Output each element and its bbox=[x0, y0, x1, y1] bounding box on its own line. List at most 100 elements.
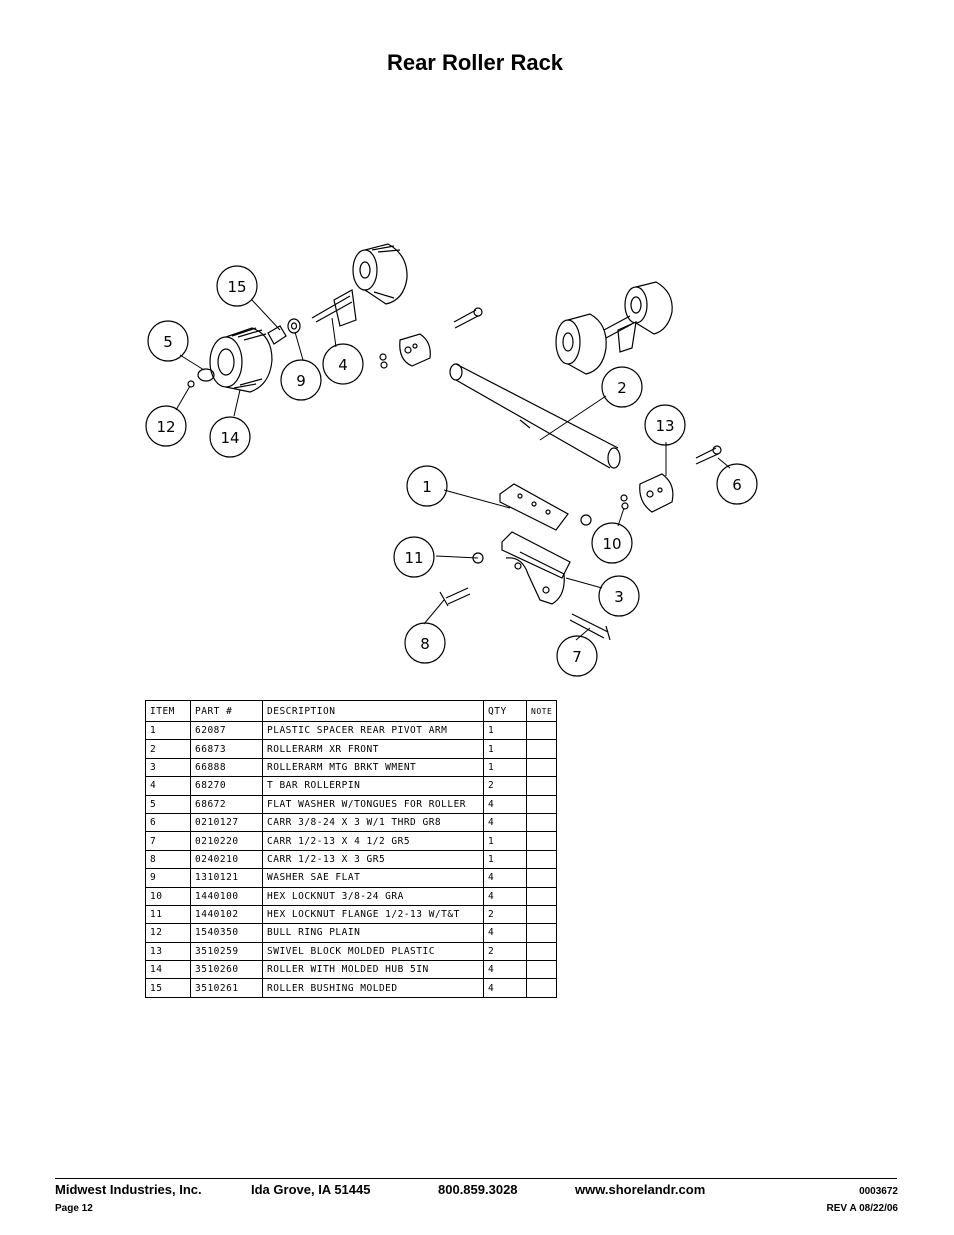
cell-note bbox=[525, 978, 558, 998]
cell-part-number: 0240210 bbox=[190, 849, 263, 870]
cell-part-number: 3510261 bbox=[190, 978, 263, 998]
cell-qty: 2 bbox=[483, 776, 527, 796]
cell-item: 6 bbox=[145, 812, 191, 833]
svg-text:3: 3 bbox=[614, 588, 624, 606]
header-item: ITEM bbox=[145, 700, 191, 722]
cell-item: 15 bbox=[145, 978, 191, 998]
cell-qty: 2 bbox=[483, 941, 527, 962]
callout-1: 1 bbox=[406, 465, 448, 507]
cell-description: FLAT WASHER W/TONGUES FOR ROLLER bbox=[262, 794, 484, 814]
swivel-block-right-drawing bbox=[620, 445, 722, 513]
callout-3: 3 bbox=[598, 575, 640, 617]
cell-item: 9 bbox=[145, 868, 191, 888]
cell-item: 8 bbox=[145, 849, 191, 870]
svg-text:7: 7 bbox=[572, 648, 582, 666]
cell-description: CARR 1/2-13 X 4 1/2 GR5 bbox=[262, 831, 484, 851]
cell-item: 2 bbox=[145, 739, 191, 759]
cell-description: SWIVEL BLOCK MOLDED PLASTIC bbox=[262, 941, 484, 962]
callout-10: 10 bbox=[591, 522, 633, 564]
cell-part-number: 68270 bbox=[190, 776, 263, 796]
cell-qty: 4 bbox=[483, 868, 527, 888]
upper-roller-drawing bbox=[311, 243, 408, 327]
cell-item: 10 bbox=[145, 886, 191, 906]
callout-11: 11 bbox=[393, 536, 435, 578]
callout-9: 9 bbox=[280, 359, 322, 401]
cell-item: 1 bbox=[145, 720, 191, 741]
cell-note bbox=[525, 794, 558, 814]
cell-part-number: 1440100 bbox=[190, 886, 263, 906]
header-qty: QTY bbox=[483, 700, 527, 722]
cell-qty: 4 bbox=[483, 978, 527, 998]
cell-description: ROLLERARM XR FRONT bbox=[262, 739, 484, 759]
cell-note bbox=[525, 776, 558, 796]
cell-note bbox=[525, 739, 558, 759]
callout-2: 2 bbox=[601, 366, 643, 408]
cell-description: CARR 1/2-13 X 3 GR5 bbox=[262, 849, 484, 870]
cell-item: 12 bbox=[145, 923, 191, 943]
cell-qty: 4 bbox=[483, 794, 527, 814]
swivel-block-top-drawing bbox=[379, 333, 431, 369]
svg-text:14: 14 bbox=[220, 429, 239, 447]
svg-text:9: 9 bbox=[296, 372, 306, 390]
bushing-washer-drawing bbox=[267, 318, 301, 345]
cell-description: HEX LOCKNUT FLANGE 1/2-13 W/T&T bbox=[262, 904, 484, 925]
footer-location: Ida Grove, IA 51445 bbox=[251, 1182, 371, 1197]
bolts-top-drawing bbox=[453, 307, 483, 329]
page-title: Rear Roller Rack bbox=[386, 50, 564, 75]
svg-text:5: 5 bbox=[163, 333, 173, 351]
cell-note bbox=[525, 849, 558, 870]
cell-description: BULL RING PLAIN bbox=[262, 923, 484, 943]
callout-14: 14 bbox=[209, 416, 251, 458]
svg-text:10: 10 bbox=[602, 535, 621, 553]
cell-note bbox=[525, 960, 558, 980]
header-note: NOTE bbox=[525, 700, 558, 722]
callout-13: 13 bbox=[644, 404, 686, 446]
cell-description: ROLLER BUSHING MOLDED bbox=[262, 978, 484, 998]
cell-qty: 1 bbox=[483, 757, 527, 778]
cell-note bbox=[525, 720, 558, 741]
cell-part-number: 66888 bbox=[190, 757, 263, 778]
svg-text:2: 2 bbox=[617, 379, 627, 397]
cell-note bbox=[525, 923, 558, 943]
cell-note bbox=[525, 886, 558, 906]
cell-qty: 4 bbox=[483, 886, 527, 906]
svg-text:12: 12 bbox=[156, 418, 175, 436]
cell-qty: 1 bbox=[483, 831, 527, 851]
cell-qty: 4 bbox=[483, 960, 527, 980]
leader-lines bbox=[175, 299, 731, 641]
cell-item: 5 bbox=[145, 794, 191, 814]
header-description: DESCRIPTION bbox=[262, 700, 484, 722]
cell-note bbox=[525, 904, 558, 925]
callout-8: 8 bbox=[404, 622, 446, 664]
svg-text:13: 13 bbox=[655, 417, 674, 435]
cell-note bbox=[525, 941, 558, 962]
cell-description: T BAR ROLLERPIN bbox=[262, 776, 484, 796]
callout-4: 4 bbox=[322, 343, 364, 385]
cell-qty: 2 bbox=[483, 904, 527, 925]
footer-divider bbox=[55, 1178, 897, 1179]
bracket-drawing bbox=[472, 483, 592, 605]
cell-part-number: 68672 bbox=[190, 794, 263, 814]
cell-part-number: 3510260 bbox=[190, 960, 263, 980]
cell-description: ROLLERARM MTG BRKT WMENT bbox=[262, 757, 484, 778]
callout-5: 5 bbox=[147, 320, 189, 362]
footer-revision: REV A 08/22/06 bbox=[826, 1203, 898, 1214]
footer-phone: 800.859.3028 bbox=[438, 1182, 518, 1197]
cell-part-number: 0210127 bbox=[190, 812, 263, 833]
right-roller-drawing bbox=[555, 281, 673, 375]
callout-15: 15 bbox=[216, 265, 258, 307]
cell-item: 4 bbox=[145, 776, 191, 796]
cell-item: 14 bbox=[145, 960, 191, 980]
cell-qty: 4 bbox=[483, 923, 527, 943]
cell-part-number: 1310121 bbox=[190, 868, 263, 888]
